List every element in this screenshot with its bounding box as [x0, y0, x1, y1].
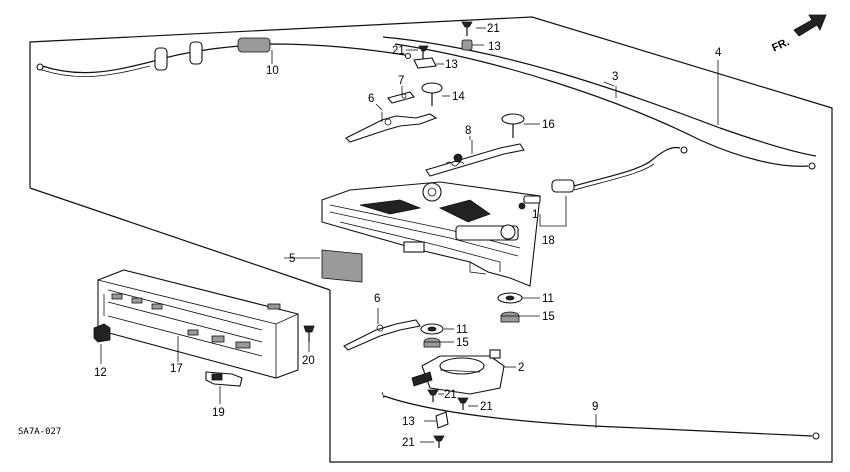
callout-19: 19 — [212, 407, 225, 419]
screw-21-top — [461, 21, 473, 36]
callout-9: 9 — [592, 401, 598, 413]
callout-6: 6 — [368, 93, 374, 105]
cable-assembly-18 — [523, 146, 688, 227]
callout-4: 4 — [715, 47, 722, 59]
callout-5: 5 — [289, 253, 295, 265]
plate-5 — [321, 249, 363, 283]
washer-15-right — [500, 311, 520, 323]
lever-6-upper — [345, 112, 438, 143]
front-direction-arrow: FR. — [770, 14, 827, 54]
callout-8: 8 — [465, 125, 471, 137]
callout-12: 12 — [94, 367, 107, 379]
callout-18: 18 — [542, 235, 555, 247]
callout-21: 21 — [402, 437, 415, 449]
knob-14 — [421, 82, 443, 106]
callout-11: 11 — [456, 324, 468, 336]
clip-13-top — [461, 39, 484, 51]
panel-frame — [29, 16, 833, 463]
screw-21-c — [427, 389, 439, 402]
callout-3: 3 — [612, 71, 618, 83]
screw-21-e — [433, 435, 445, 448]
callout-16: 16 — [542, 119, 555, 131]
screw-20 — [303, 325, 315, 342]
callout-21: 21 — [480, 401, 493, 413]
lever-8 — [425, 140, 525, 177]
leader-lines — [100, 27, 615, 443]
screw-21-d — [457, 397, 469, 410]
clip-13-mid — [413, 57, 437, 69]
callout-21: 21 — [444, 389, 457, 401]
knob-16 — [501, 113, 525, 138]
callout-2: 2 — [518, 362, 524, 374]
callout-13: 13 — [402, 416, 415, 428]
control-housing — [321, 181, 541, 287]
callout-15: 15 — [542, 311, 555, 323]
callout-13: 13 — [445, 59, 458, 71]
callout-6: 6 — [374, 293, 380, 305]
cable-9 — [381, 391, 820, 440]
control-panel-17 — [97, 269, 299, 379]
washer-15-lower — [423, 337, 441, 348]
switch-19 — [205, 371, 243, 387]
cable-4 — [382, 36, 817, 157]
screw-21-b — [418, 45, 429, 60]
front-label: FR. — [770, 36, 791, 54]
callout-17: 17 — [170, 363, 183, 375]
knob-12 — [93, 323, 111, 343]
cable-10 — [36, 37, 412, 78]
callout-21: 21 — [487, 23, 500, 35]
cable-3 — [394, 43, 816, 170]
callout-20: 20 — [302, 355, 315, 367]
washer-11-right — [497, 292, 523, 304]
callout-1: 1 — [532, 209, 538, 221]
callout-10: 10 — [266, 65, 279, 77]
lever-6-lower — [343, 308, 421, 351]
washer-11-lower — [420, 323, 444, 335]
clip-13-bottom — [435, 411, 449, 429]
callout-15: 15 — [456, 337, 469, 349]
callout-13: 13 — [488, 41, 501, 53]
part-7 — [387, 91, 415, 104]
actuator-2 — [411, 349, 505, 395]
drawing-code: SA7A-027 — [18, 427, 61, 437]
callout-11: 11 — [542, 293, 554, 305]
callout-21: 21 — [392, 45, 405, 57]
callout-labels: 21 13 21 13 4 3 10 7 6 14 16 8 1 18 5 11… — [18, 23, 722, 449]
callout-14: 14 — [452, 91, 465, 103]
callout-7: 7 — [398, 75, 404, 87]
